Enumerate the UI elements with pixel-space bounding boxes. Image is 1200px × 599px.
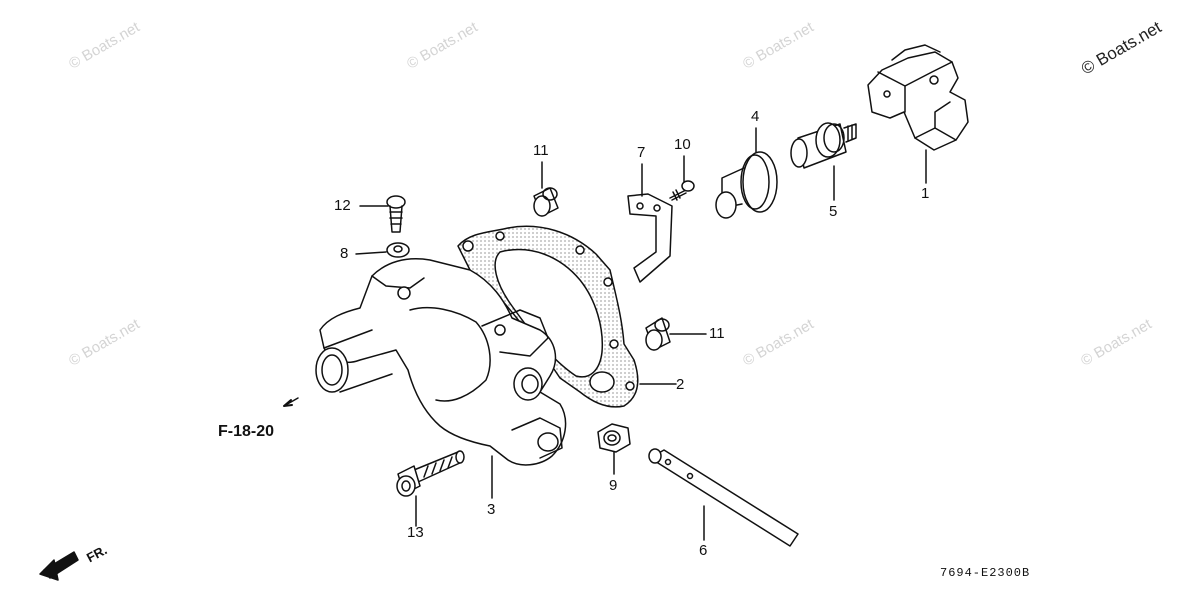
arrow-down-left-icon xyxy=(283,397,299,407)
callout-7: 7 xyxy=(637,144,646,161)
leader-8 xyxy=(355,251,387,255)
part-4-valve xyxy=(715,151,778,219)
callout-11-top: 11 xyxy=(533,142,549,159)
part-8-washer xyxy=(386,242,410,258)
callout-4: 4 xyxy=(751,108,760,125)
callout-11-mid: 11 xyxy=(709,325,725,342)
callout-2: 2 xyxy=(676,376,685,393)
callout-12: 12 xyxy=(334,197,351,214)
reference-label: F-18-20 xyxy=(218,423,275,440)
callout-3: 3 xyxy=(487,501,496,518)
part-13-bolt xyxy=(396,450,465,497)
part-7-plate xyxy=(627,193,673,283)
part-3-housing xyxy=(315,258,567,466)
callout-6: 6 xyxy=(699,542,708,559)
callout-13: 13 xyxy=(407,524,424,541)
callout-5: 5 xyxy=(829,203,838,220)
arrow-left-down-icon xyxy=(39,551,79,581)
part-12-bolt xyxy=(386,195,406,233)
part-9-nut xyxy=(597,423,631,453)
part-10-bolt xyxy=(669,180,695,201)
part-6-rod xyxy=(648,448,799,547)
part-11-collar-top xyxy=(533,187,559,217)
callout-9: 9 xyxy=(609,477,618,494)
callout-8: 8 xyxy=(340,245,349,262)
part-11-collar-mid xyxy=(645,317,671,351)
diagram-code: 7694-E2300B xyxy=(940,566,1031,580)
callout-10: 10 xyxy=(674,136,691,153)
part-5-shaft xyxy=(790,122,857,169)
callout-1: 1 xyxy=(921,185,930,202)
part-1-bracket xyxy=(867,44,969,151)
